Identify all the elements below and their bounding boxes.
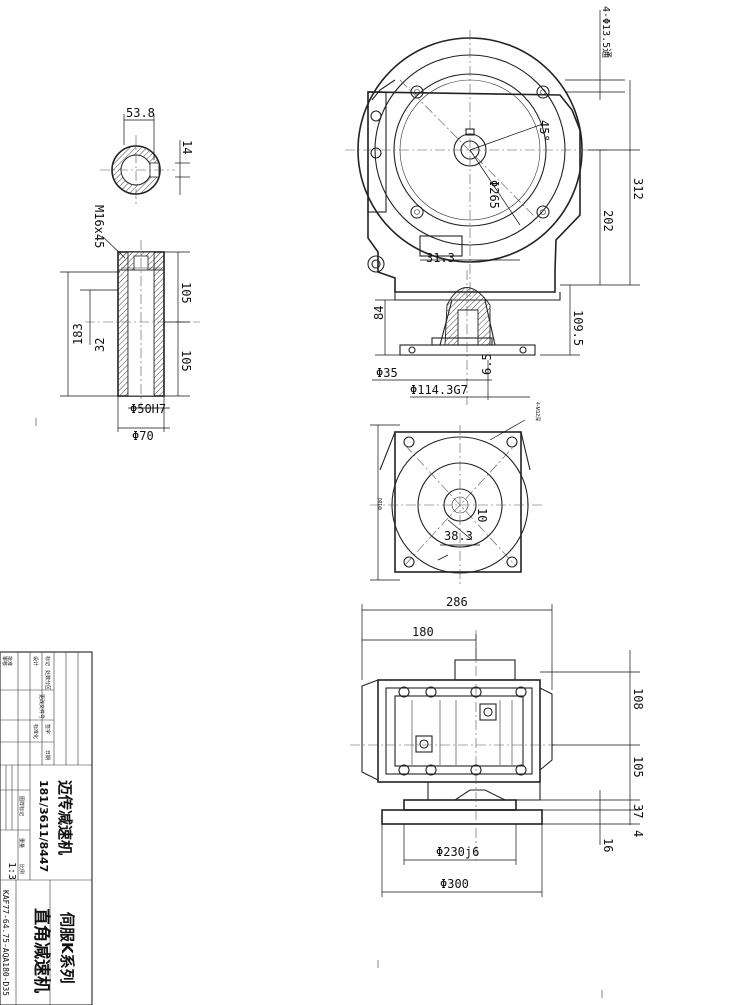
dim-109-5: 109.5 [571, 310, 585, 346]
label-design: 设计 [32, 656, 39, 666]
dim-angle: 45° [537, 120, 551, 142]
top-view [345, 10, 640, 405]
dim-thread: M16x45 [92, 205, 106, 248]
company-phone: 181/3611/8447 [37, 780, 50, 872]
label-std: 标准化 [32, 724, 39, 739]
label-date: 日期 [44, 750, 50, 760]
dim-phi70: Φ70 [132, 429, 154, 443]
title-block: 设计 标记 处数 分区 更改文件号 标准化 签字 日期 审核 批准 图样标记 重… [0, 651, 93, 1005]
dim-286: 286 [446, 595, 468, 609]
product-name: 直角减速机 [31, 908, 52, 993]
scale-value: 1:3 [6, 862, 17, 880]
dim-14: 14 [180, 140, 194, 154]
label-weight: 重量 [18, 838, 25, 848]
dim-84: 84 [372, 306, 386, 320]
dim-16: 16 [601, 838, 615, 852]
dim-phi50: Φ50H7 [130, 402, 166, 416]
dim-phi114: Φ114.3G7 [410, 383, 468, 397]
dim-bolt-holes: 4-Φ13.5通 [600, 6, 612, 58]
label-count: 处数 [44, 670, 51, 680]
series-name: 伺服K系列 [58, 911, 76, 984]
label-revmark: 标记 [44, 656, 51, 666]
dim-105b: 105 [179, 350, 193, 372]
flange-view [370, 419, 545, 585]
dim-6-5: 6.5 [480, 353, 494, 375]
dim-31-3: 31.3 [426, 251, 455, 265]
dim-pcd: Φ265 [487, 180, 501, 209]
label-mark: 图样标记 [18, 796, 25, 816]
label-scale: 比例 [18, 864, 25, 874]
dim-105c: 105 [631, 756, 645, 778]
dim-53-8: 53.8 [126, 106, 155, 120]
label-doc: 更改文件号 [38, 694, 45, 719]
dim-phi300: Φ300 [440, 877, 469, 891]
dim-32: 32 [93, 338, 107, 352]
side-view [350, 604, 640, 897]
dim-183: 183 [71, 323, 85, 345]
dim-38-3: 38.3 [444, 529, 473, 543]
dim-37: 37 [631, 804, 645, 818]
dim-10: 10 [475, 508, 489, 522]
label-approve: 批准 [6, 656, 13, 666]
label-sign: 签字 [44, 724, 51, 734]
dim-312: 312 [631, 178, 645, 200]
dim-108: 108 [631, 688, 645, 710]
label-zone: 分区 [44, 680, 51, 690]
model-number: KAF77-64.75-AQA180-D35 [1, 890, 10, 996]
label-check: 审核 [1, 656, 8, 666]
dim-phi180-v: Φ180 [378, 497, 384, 510]
dim-180: 180 [412, 625, 434, 639]
company-name: 迈传减速机 [56, 780, 74, 855]
dim-phi35: Φ35 [376, 366, 398, 380]
shaft-detail [60, 114, 200, 432]
dim-202: 202 [601, 210, 615, 232]
dim-phi230: Φ230j6 [436, 845, 479, 859]
dimension-labels: 4-Φ13.5通 45° Φ265 312 202 31.3 109.5 84 … [71, 6, 645, 891]
dim-105a: 105 [179, 282, 193, 304]
dim-tap-holes: 4-M12深 [534, 402, 541, 421]
dim-4: 4 [631, 830, 645, 837]
